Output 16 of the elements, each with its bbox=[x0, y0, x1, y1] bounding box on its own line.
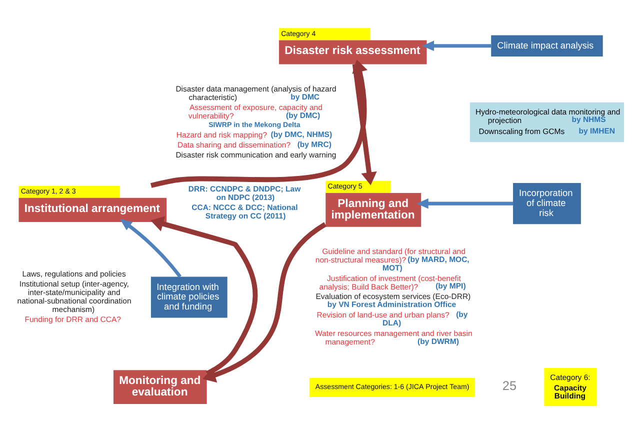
label: CCA: NCCC & DCC; National Strategy on CC (2011) bbox=[192, 202, 298, 220]
label: Data sharing and dissemination? (by MRC) bbox=[177, 140, 332, 150]
label: Institutional setup (inter-agency, inter-state/municipality and national-subnational coordination mechanism) bbox=[17, 280, 132, 314]
label: Guideline and standard (for structural and non-structural measures)? (by MARD, MOC, MOT) bbox=[315, 246, 470, 272]
label: Disaster data management (analysis of hazard characteristic) by DMC bbox=[176, 84, 336, 102]
label: Water resources management and river basin management? (by DWRM) bbox=[315, 329, 472, 347]
label: Funding for DRR and CCA? bbox=[24, 314, 121, 324]
label: Justification of investment (cost-benefit analysis; Build Back Better)? (by MPI) bbox=[319, 274, 466, 292]
label: Revision of land-use and urban plans? (by DLA) bbox=[316, 310, 468, 328]
label: Disaster risk communication and early warning bbox=[176, 150, 336, 160]
label: 25 bbox=[502, 378, 517, 394]
label: Hazard and risk mapping? (by DMC, NHMS) bbox=[176, 130, 332, 140]
label: Assessment of exposure, capacity and vulnerability? (by DMC) bbox=[188, 103, 322, 121]
label: DRR: CCNDPC & DNDPC; Law on NDPC (2013) bbox=[188, 184, 301, 202]
label: Evaluation of ecosystem services (Eco-DRR) by VN Forest Administration Office bbox=[316, 292, 471, 310]
label: Laws, regulations and policies bbox=[22, 270, 126, 279]
